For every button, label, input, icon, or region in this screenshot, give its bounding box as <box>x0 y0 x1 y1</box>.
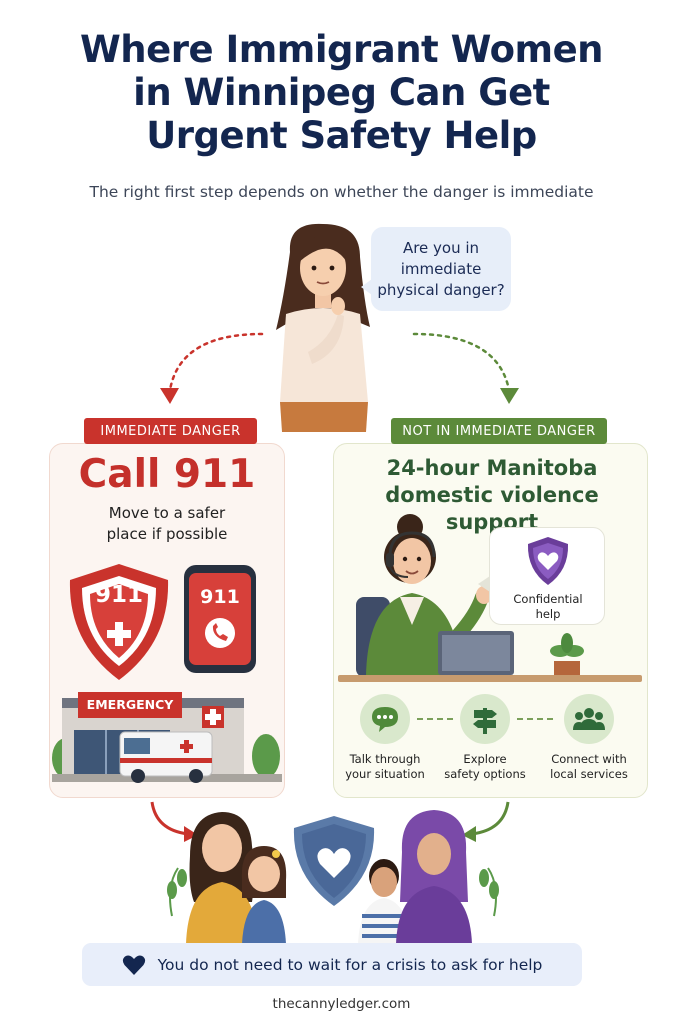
step-explore-label: Explore safety options <box>444 752 526 781</box>
signpost-icon <box>473 708 497 734</box>
phone-icon <box>184 565 256 673</box>
confidential-help-bubble: Confidential help <box>478 527 605 625</box>
move-safer-text: Move to a safer place if possible <box>106 504 228 543</box>
heart-shield-icon <box>527 537 569 585</box>
site-credit: thecannyledger.com <box>272 996 411 1012</box>
thinking-woman-illustration <box>276 223 370 432</box>
family-illustration <box>167 810 499 944</box>
not-immediate-danger-tag: NOT IN IMMEDIATE DANGER <box>391 418 607 444</box>
heart-icon <box>122 954 145 975</box>
page-subtitle: The right first step depends on whether … <box>89 183 594 201</box>
step-talk: Talk through your situation <box>337 694 433 782</box>
manitoba-support-heading: 24-hour Manitoba domestic violence suppo… <box>385 456 599 534</box>
step-explore: Explore safety options <box>437 694 533 782</box>
call-911-heading: Call 911 <box>78 452 256 497</box>
arrow-to-not-immediate <box>412 332 519 404</box>
people-icon <box>573 708 605 730</box>
arrow-right-to-family <box>462 801 510 842</box>
chat-icon <box>372 707 398 732</box>
shield-911-icon <box>69 564 169 680</box>
footer-message-text: You do not need to wait for a crisis to … <box>157 955 543 974</box>
arrow-to-immediate <box>160 332 264 404</box>
confidential-help-text: Confidential help <box>513 592 583 621</box>
step-connect-label: Connect with local services <box>550 752 628 781</box>
footer-message-box: You do not need to wait for a crisis to … <box>82 943 582 986</box>
step-talk-label: Talk through your situation <box>345 752 425 781</box>
emergency-sign: EMERGENCY <box>86 697 174 712</box>
shield-911-number: 911 <box>94 582 143 608</box>
step-connector-2 <box>517 718 553 720</box>
helpline-worker-illustration <box>338 514 642 682</box>
step-connect: Connect with local services <box>541 694 637 782</box>
immediate-danger-tag: IMMEDIATE DANGER <box>84 418 257 444</box>
page-title: Where Immigrant Women in Winnipeg Can Ge… <box>79 28 604 157</box>
phone-911-number: 911 <box>200 586 240 608</box>
emergency-building-illustration <box>52 692 282 783</box>
question-bubble: Are you in immediate physical danger? <box>361 227 511 311</box>
arrow-left-to-family <box>150 801 198 842</box>
step-connector-1 <box>417 718 453 720</box>
